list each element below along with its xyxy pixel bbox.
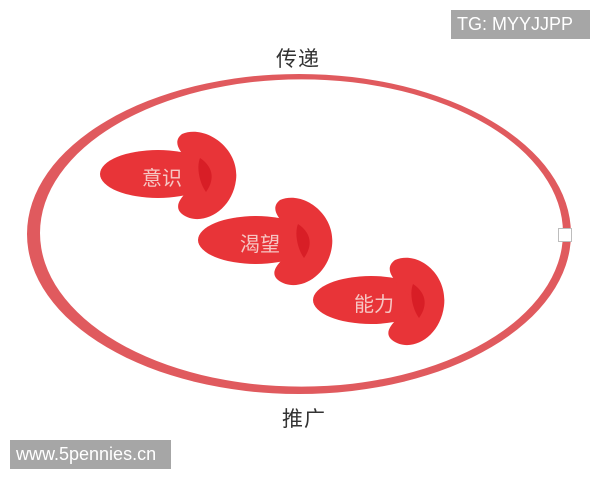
step-label-3: 能力 [354,292,394,316]
step-arrow-2: 渴望 [198,197,333,286]
watermark-top-right: TG: MYYJJPP [451,10,590,39]
step-label-2: 渴望 [240,232,280,256]
step-arrow-1: 意识 [100,131,237,220]
bottom-label: 推广 [282,407,326,431]
watermark-bottom-left: www.5pennies.cn [10,440,171,469]
step-arrow-3: 能力 [313,257,445,346]
resize-handle[interactable] [558,228,572,242]
top-label: 传递 [276,47,320,71]
step-label-1: 意识 [142,166,182,190]
